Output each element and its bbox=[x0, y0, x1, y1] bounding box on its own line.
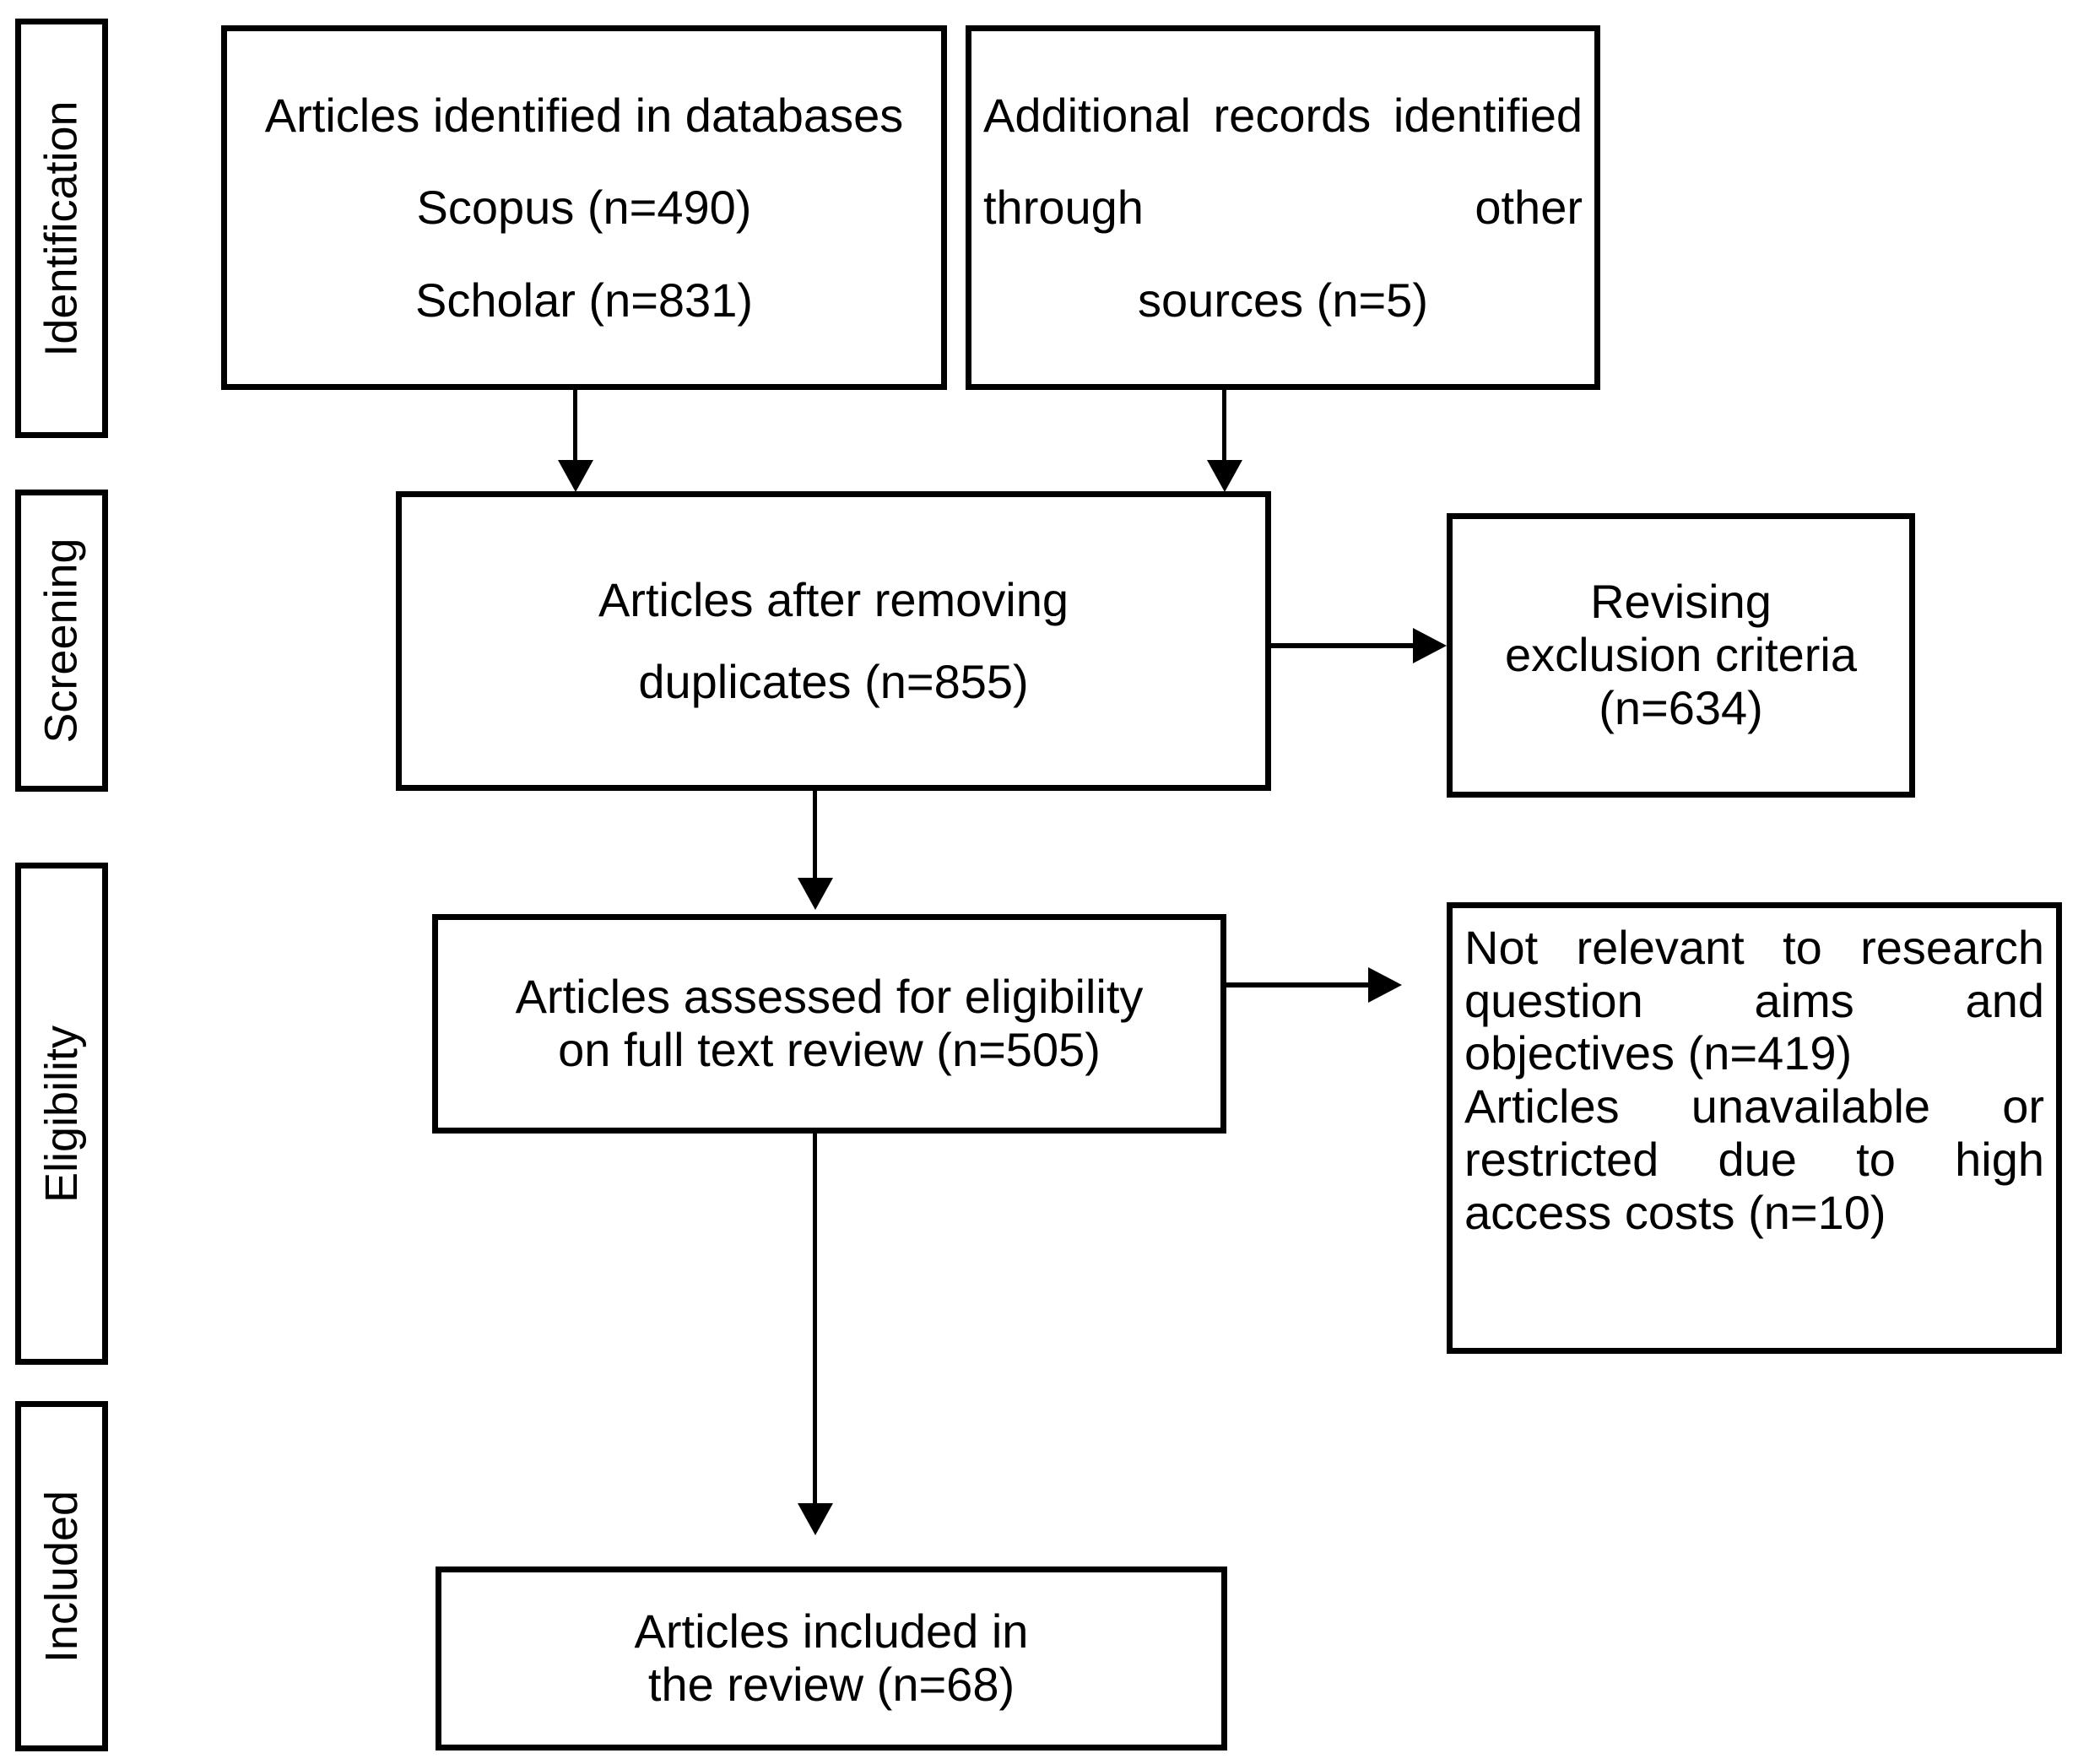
box-articles-included-review: Articles included in the review (n=68) bbox=[436, 1566, 1227, 1750]
stage-label-eligibility-text: Eligibility bbox=[36, 1025, 88, 1203]
stage-label-eligibility: Eligibility bbox=[15, 863, 108, 1365]
connector-databases-to-screening bbox=[573, 390, 577, 467]
stage-label-identification: Identification bbox=[15, 19, 108, 438]
arrowhead-databases-to-screening bbox=[558, 460, 593, 492]
box-after-duplicates-line-2: duplicates (n=855) bbox=[638, 654, 1029, 708]
arrowhead-eligibility-to-exclusions bbox=[1368, 967, 1402, 1003]
box-revising-exclusion-criteria: Revising exclusion criteria (n=634) bbox=[1447, 513, 1915, 798]
box-databases-line-1: Articles identified in databases bbox=[264, 89, 904, 143]
box-databases-line-2: Scopus (n=490) bbox=[416, 181, 752, 235]
box-included-line-1: Articles included in bbox=[634, 1604, 1029, 1658]
box-additional-records-other-sources: Additional records identified through ot… bbox=[966, 25, 1600, 390]
box-eligibility-line-1: Articles assessed for eligibility bbox=[515, 970, 1144, 1024]
box-other-sources-line-2: sources (n=5) bbox=[1138, 273, 1428, 327]
connector-other-sources-to-screening bbox=[1222, 390, 1226, 467]
connector-eligibility-to-exclusions bbox=[1226, 982, 1373, 988]
box-revising-line-2: exclusion criteria bbox=[1504, 628, 1858, 682]
box-eligibility-line-2: on full text review (n=505) bbox=[558, 1023, 1101, 1076]
box-articles-assessed-eligibility: Articles assessed for eligibility on ful… bbox=[432, 914, 1226, 1134]
arrowhead-other-sources-to-screening bbox=[1207, 460, 1242, 492]
box-revising-line-3: (n=634) bbox=[1599, 680, 1763, 734]
stage-label-screening-text: Screening bbox=[36, 538, 88, 744]
arrowhead-screening-to-eligibility bbox=[798, 878, 833, 910]
box-after-duplicates-line-1: Articles after removing bbox=[598, 572, 1069, 626]
box-included-line-2: the review (n=68) bbox=[647, 1658, 1015, 1711]
connector-screening-to-eligibility bbox=[813, 791, 817, 884]
stage-label-included: Included bbox=[15, 1401, 108, 1751]
connector-eligibility-to-included bbox=[813, 1134, 817, 1509]
stage-label-included-text: Included bbox=[36, 1490, 88, 1663]
box-revising-line-1: Revising bbox=[1590, 575, 1772, 629]
box-databases-line-3: Scholar (n=831) bbox=[414, 273, 753, 327]
box-articles-identified-databases: Articles identified in databases Scopus … bbox=[221, 25, 947, 390]
box-other-sources-line-1: Additional records identified through ot… bbox=[983, 89, 1583, 235]
stage-label-identification-text: Identification bbox=[36, 100, 88, 357]
box-exclusion-reason-1: Not relevant to research question aims a… bbox=[1464, 921, 2044, 1080]
arrowhead-eligibility-to-included bbox=[798, 1503, 833, 1535]
arrowhead-screening-to-revising bbox=[1413, 628, 1447, 663]
box-exclusion-reasons: Not relevant to research question aims a… bbox=[1447, 902, 2062, 1354]
stage-label-screening: Screening bbox=[15, 490, 108, 792]
box-articles-after-removing-duplicates: Articles after removing duplicates (n=85… bbox=[396, 491, 1271, 791]
connector-screening-to-revising bbox=[1271, 643, 1418, 648]
box-exclusion-reason-2: Articles unavailable or restricted due t… bbox=[1464, 1080, 2044, 1239]
